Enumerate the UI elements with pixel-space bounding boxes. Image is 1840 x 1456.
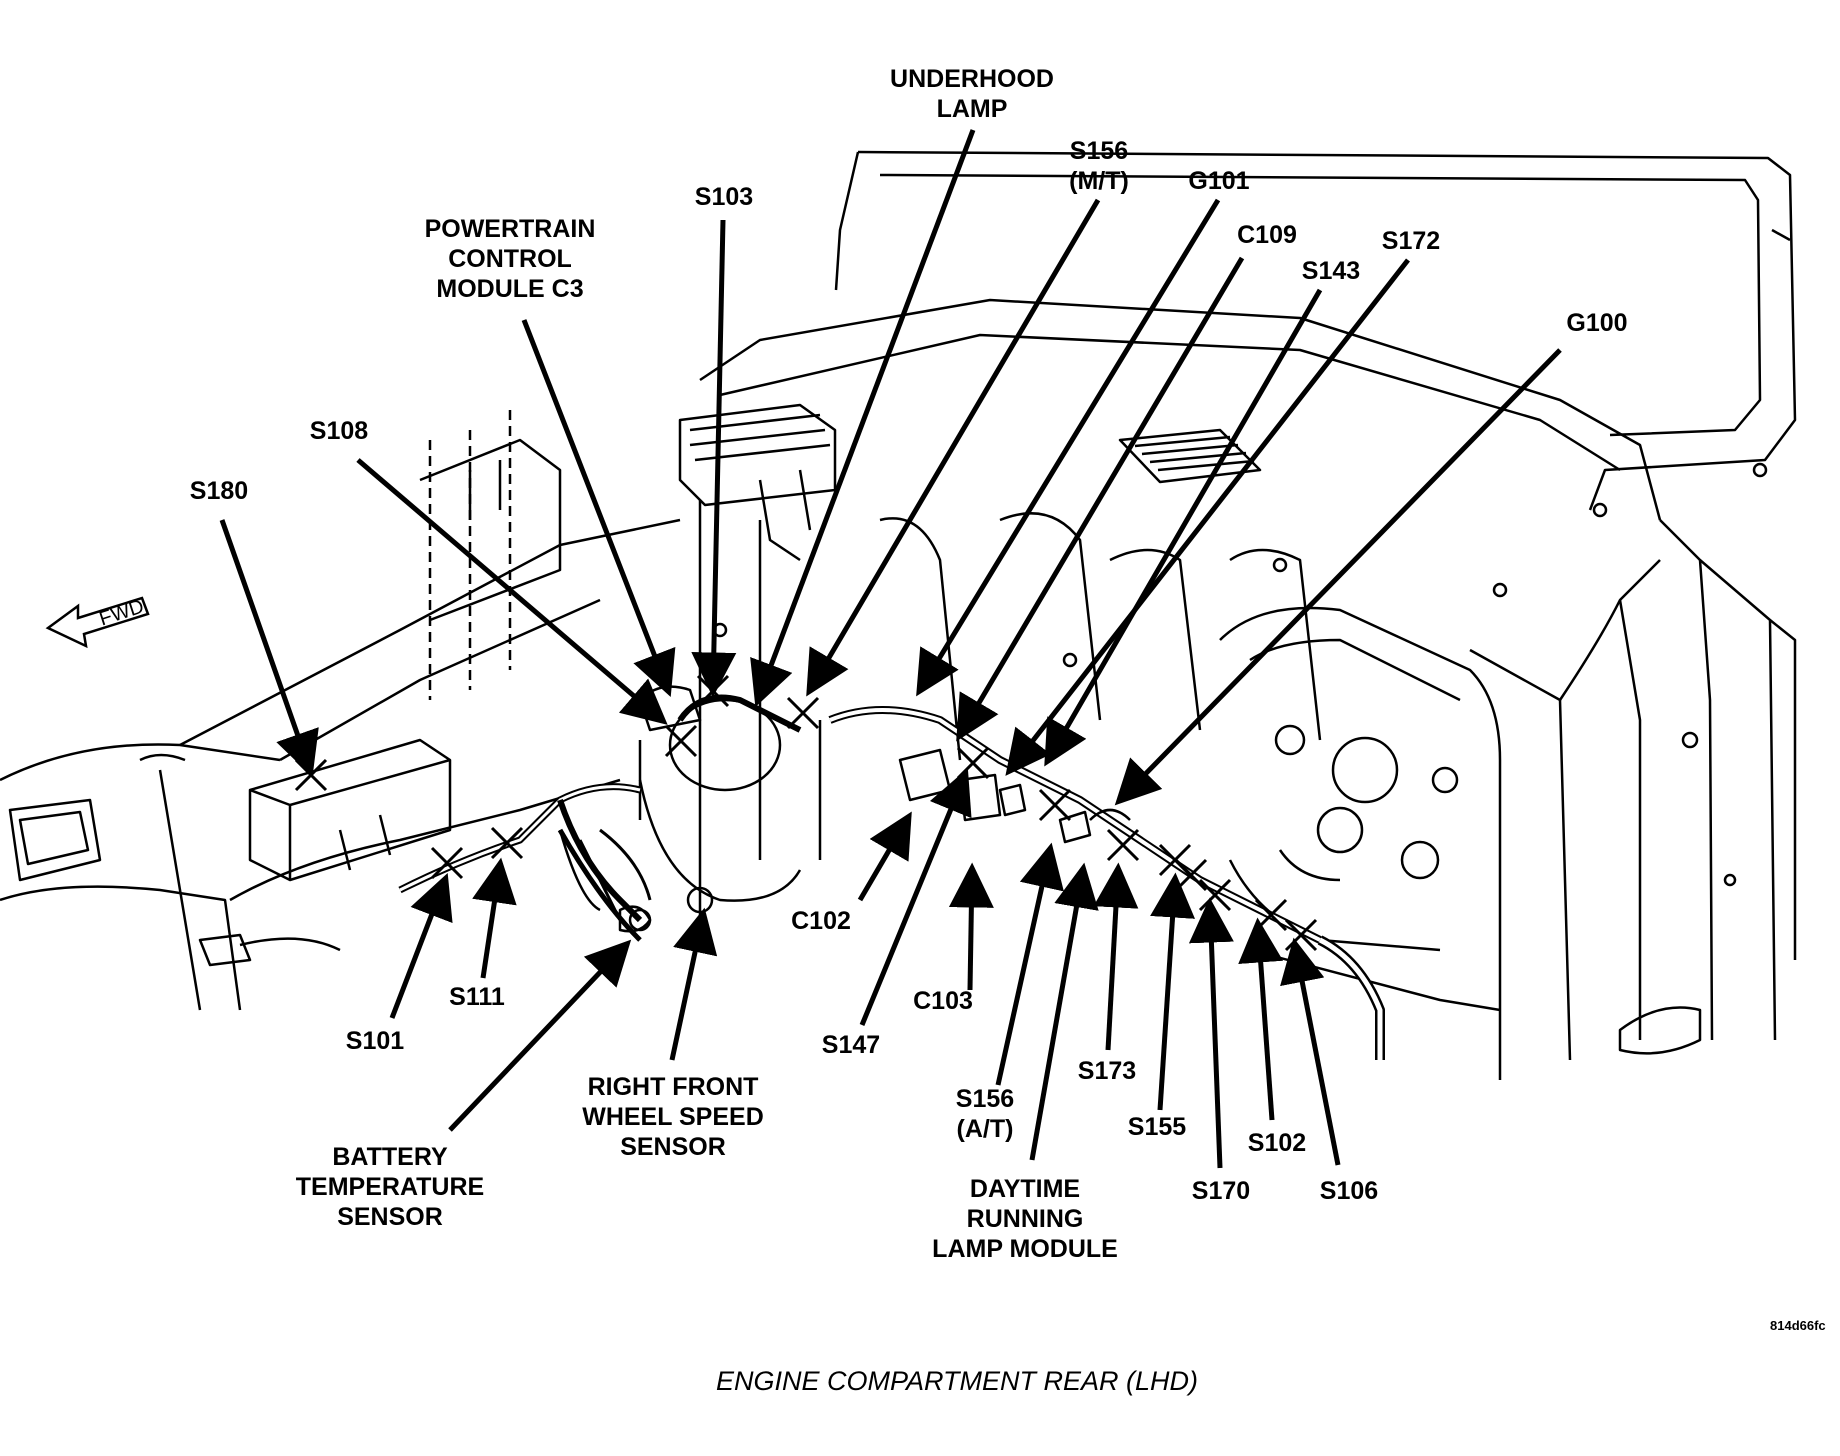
label-g101: G101 (1188, 167, 1250, 195)
label-line: RUNNING (966, 1205, 1084, 1233)
label-s111: S111 (449, 983, 505, 1011)
fwd-text: FWD (97, 595, 147, 630)
figure-reference-code: 814d66fc (1770, 1318, 1826, 1333)
leader-s143 (1044, 288, 1323, 767)
label-line: POWERTRAIN (424, 215, 596, 243)
leader-c102 (857, 811, 912, 902)
leader-g101 (916, 198, 1221, 697)
label-s156-at: S156 (A/T) (940, 1084, 1030, 1144)
label-s173: S173 (1077, 1057, 1137, 1085)
label-line: SENSOR (620, 1133, 726, 1161)
leader-s147 (859, 768, 972, 1026)
leader-s180 (219, 519, 319, 778)
leader-s156-at (995, 842, 1064, 1086)
label-s106: S106 (1319, 1177, 1379, 1205)
leader-g100 (1114, 348, 1562, 806)
leader-s111 (472, 857, 517, 979)
label-s155: S155 (1127, 1113, 1187, 1141)
label-s170: S170 (1191, 1177, 1251, 1205)
leader-lines (219, 129, 1562, 1169)
label-line: RIGHT FRONT (587, 1073, 759, 1101)
label-line: MODULE C3 (436, 275, 584, 303)
leader-pcm-c3 (521, 319, 676, 697)
leader-drl (1029, 862, 1099, 1161)
label-line: S156 (1069, 137, 1129, 165)
label-line: SENSOR (337, 1203, 443, 1231)
leader-s173 (1093, 862, 1139, 1051)
label-c103: C103 (913, 987, 973, 1015)
label-g100: G100 (1566, 309, 1628, 337)
label-line: (M/T) (1069, 167, 1129, 195)
label-line: LAMP (936, 95, 1008, 123)
label-line: S156 (955, 1085, 1015, 1113)
label-line: TEMPERATURE (295, 1173, 485, 1201)
label-s172: S172 (1381, 227, 1441, 255)
label-c102: C102 (791, 907, 851, 935)
leader-c109 (956, 256, 1245, 742)
leader-c103 (948, 862, 994, 991)
label-line: BATTERY (332, 1143, 448, 1171)
leader-s103 (691, 219, 737, 698)
label-s108: S108 (309, 417, 369, 445)
leader-s101 (389, 872, 453, 1019)
label-s147: S147 (821, 1031, 881, 1059)
leader-rfwss (669, 907, 718, 1061)
label-s143: S143 (1301, 257, 1361, 285)
label-battery-temperature-sensor: BATTERY TEMPERATURE SENSOR (280, 1142, 500, 1232)
label-line: UNDERHOOD (890, 65, 1054, 93)
label-s103: S103 (694, 183, 754, 211)
label-s180: S180 (189, 477, 249, 505)
label-s156-mt: S156 (M/T) (1054, 136, 1144, 196)
label-line: CONTROL (448, 245, 572, 273)
label-right-front-wheel-speed-sensor: RIGHT FRONT WHEEL SPEED SENSOR (568, 1072, 778, 1162)
leader-s170 (1188, 897, 1234, 1169)
label-pcm-c3: POWERTRAIN CONTROL MODULE C3 (410, 214, 610, 304)
leader-batt-temp (448, 939, 632, 1132)
leader-s108 (356, 458, 668, 725)
leader-s156-mt (806, 198, 1101, 697)
leader-s155 (1150, 872, 1196, 1111)
label-line: (A/T) (956, 1115, 1014, 1143)
label-line: LAMP MODULE (932, 1235, 1118, 1263)
figure-caption: ENGINE COMPARTMENT REAR (LHD) (716, 1366, 1199, 1396)
label-daytime-running-lamp-module: DAYTIME RUNNING LAMP MODULE (920, 1174, 1130, 1264)
label-line: DAYTIME (969, 1175, 1081, 1203)
label-underhood-lamp: UNDERHOOD LAMP (880, 64, 1064, 124)
forward-direction-arrow: FWD (45, 595, 150, 649)
leader-underhood-lamp (750, 129, 976, 708)
leader-s106 (1280, 937, 1341, 1166)
label-line: WHEEL SPEED (582, 1103, 764, 1131)
label-s101: S101 (345, 1027, 405, 1055)
leader-s172 (1005, 258, 1410, 776)
label-c109: C109 (1237, 221, 1297, 249)
vehicle-body-outline (0, 150, 1797, 1080)
leader-s102 (1238, 917, 1284, 1121)
label-s102: S102 (1247, 1129, 1307, 1157)
